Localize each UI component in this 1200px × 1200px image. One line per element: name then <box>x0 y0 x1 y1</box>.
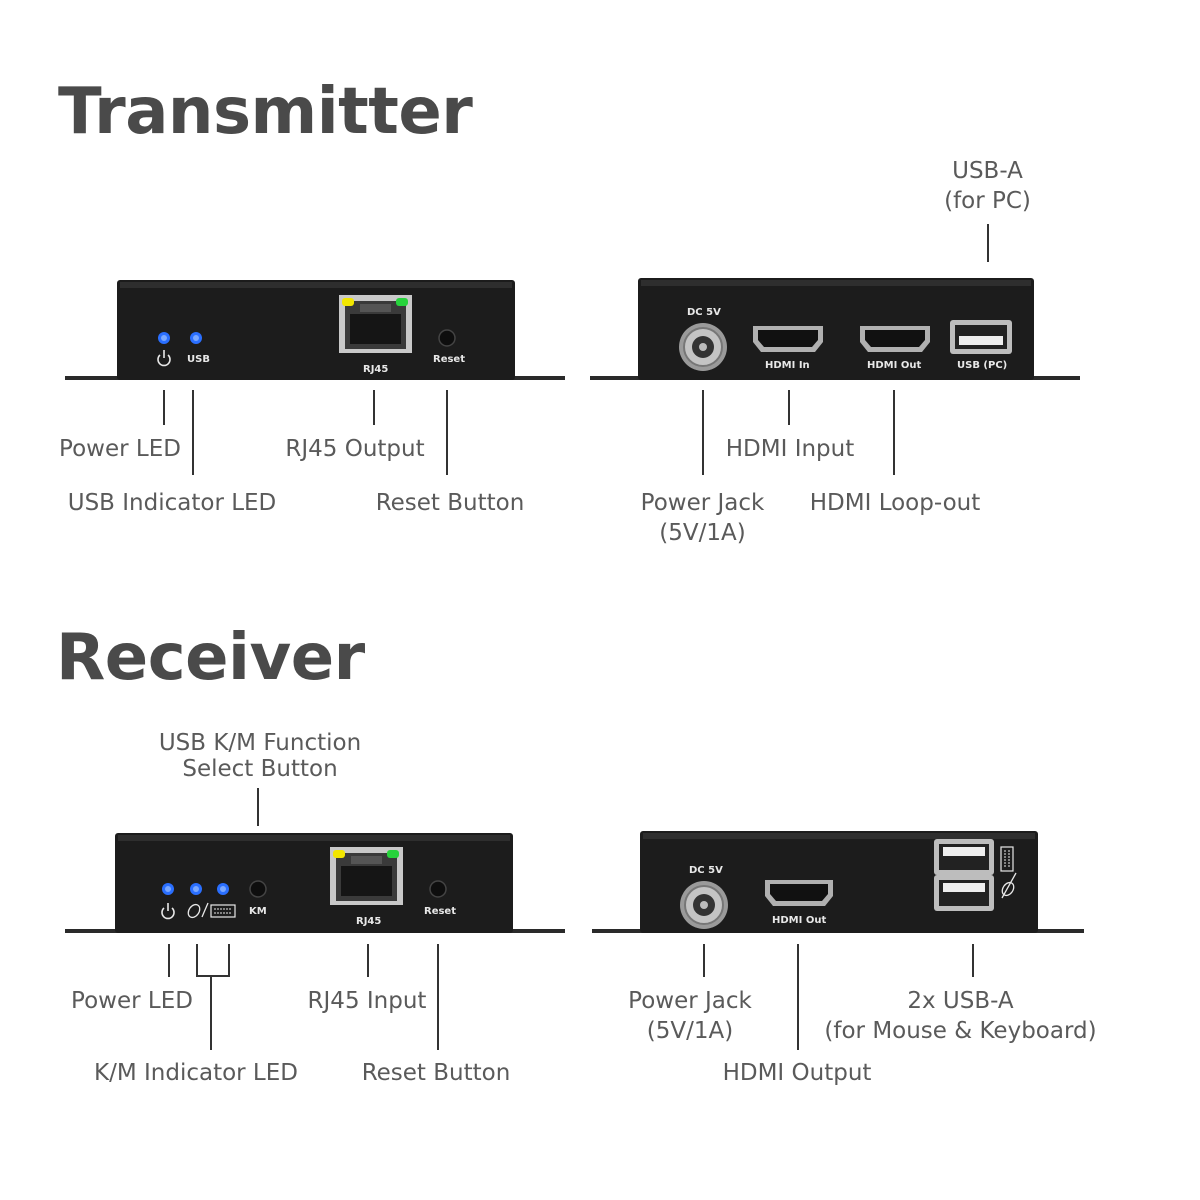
leader-line <box>437 944 439 1050</box>
label-hdmi-input: HDMI Input <box>725 436 855 462</box>
dc-jack-port <box>680 881 728 929</box>
leader-line <box>228 944 230 977</box>
leader-line <box>446 390 448 475</box>
leader-bracket <box>196 975 230 977</box>
leader-line <box>373 390 375 425</box>
leader-line <box>192 390 194 475</box>
leader-line <box>367 944 369 977</box>
power-icon <box>157 350 171 367</box>
hdmi-out-port <box>765 880 833 906</box>
receiver-front-device: KM RJ45 Reset <box>65 833 565 933</box>
km-button-hole <box>249 880 267 898</box>
leader-line <box>196 944 198 977</box>
km-print: KM <box>249 906 267 917</box>
reset-print: Reset <box>433 354 465 365</box>
usb-pc-print: USB (PC) <box>957 360 1007 371</box>
dc-print: DC 5V <box>687 307 721 318</box>
label-rj45-input: RJ45 Input <box>307 988 427 1014</box>
label-usb-indicator-led: USB Indicator LED <box>67 490 277 516</box>
transmitter-front-device: USB RJ45 Reset <box>65 280 565 380</box>
label-reset-button: Reset Button <box>361 1060 511 1086</box>
usb-pc-port <box>950 320 1012 354</box>
keyboard-icon <box>210 904 236 918</box>
leader-line <box>987 224 989 262</box>
receiver-rear-device: DC 5V HDMI Out <box>592 831 1084 933</box>
label-rj45-output: RJ45 Output <box>285 436 425 462</box>
label-hdmi-loop-out: HDMI Loop-out <box>809 490 981 516</box>
usb-print: USB <box>187 354 210 365</box>
hdmi-out-port <box>860 326 930 352</box>
leader-line <box>797 944 799 1050</box>
transmitter-heading: Transmitter <box>58 75 473 149</box>
usb-a-port-top <box>934 839 994 875</box>
reset-button-hole <box>429 880 447 898</box>
receiver-heading: Receiver <box>56 621 365 695</box>
power-led-light <box>158 332 170 344</box>
mouse-icon <box>187 902 209 919</box>
hdmi-in-port <box>753 326 823 352</box>
leader-line <box>788 390 790 425</box>
power-icon <box>161 903 175 920</box>
transmitter-rear-device: DC 5V HDMI In HDMI Out USB (PC) <box>590 278 1080 380</box>
leader-line <box>972 944 974 977</box>
label-km-select-button: USB K/M Function Select Button <box>158 730 362 782</box>
hdmi-out-print: HDMI Out <box>772 915 826 926</box>
label-power-led: Power LED <box>59 436 181 462</box>
usb-a-port-bottom <box>934 875 994 911</box>
rj45-print: RJ45 <box>356 916 381 927</box>
reset-button-hole <box>438 329 456 347</box>
label-power-led: Power LED <box>71 988 193 1014</box>
leader-line <box>893 390 895 475</box>
label-power-jack: Power Jack (5V/1A) <box>640 490 765 546</box>
reset-print: Reset <box>424 906 456 917</box>
leader-line <box>703 944 705 977</box>
hdmi-in-print: HDMI In <box>765 360 810 371</box>
leader-line <box>210 975 212 1050</box>
label-2x-usb-a: 2x USB-A (for Mouse & Keyboard) <box>824 988 1097 1044</box>
label-reset-button: Reset Button <box>375 490 525 516</box>
rj45-port <box>339 295 412 353</box>
rj45-port <box>330 847 403 905</box>
keyboard-icon <box>1000 846 1014 872</box>
power-led-light <box>162 883 174 895</box>
label-usb-a-pc: USB-A (for PC) <box>944 158 1031 214</box>
label-km-indicator-led: K/M Indicator LED <box>94 1060 298 1086</box>
mouse-led-light <box>190 883 202 895</box>
dc-print: DC 5V <box>689 865 723 876</box>
hdmi-out-print: HDMI Out <box>867 360 921 371</box>
dc-jack-port <box>679 323 727 371</box>
leader-line <box>168 944 170 977</box>
mouse-icon <box>1001 872 1017 899</box>
label-hdmi-output: HDMI Output <box>722 1060 872 1086</box>
leader-line <box>163 390 165 425</box>
usb-led-light <box>190 332 202 344</box>
leader-line <box>257 788 259 826</box>
rj45-print: RJ45 <box>363 364 388 375</box>
leader-line <box>702 390 704 475</box>
keyboard-led-light <box>217 883 229 895</box>
label-power-jack: Power Jack (5V/1A) <box>628 988 752 1044</box>
